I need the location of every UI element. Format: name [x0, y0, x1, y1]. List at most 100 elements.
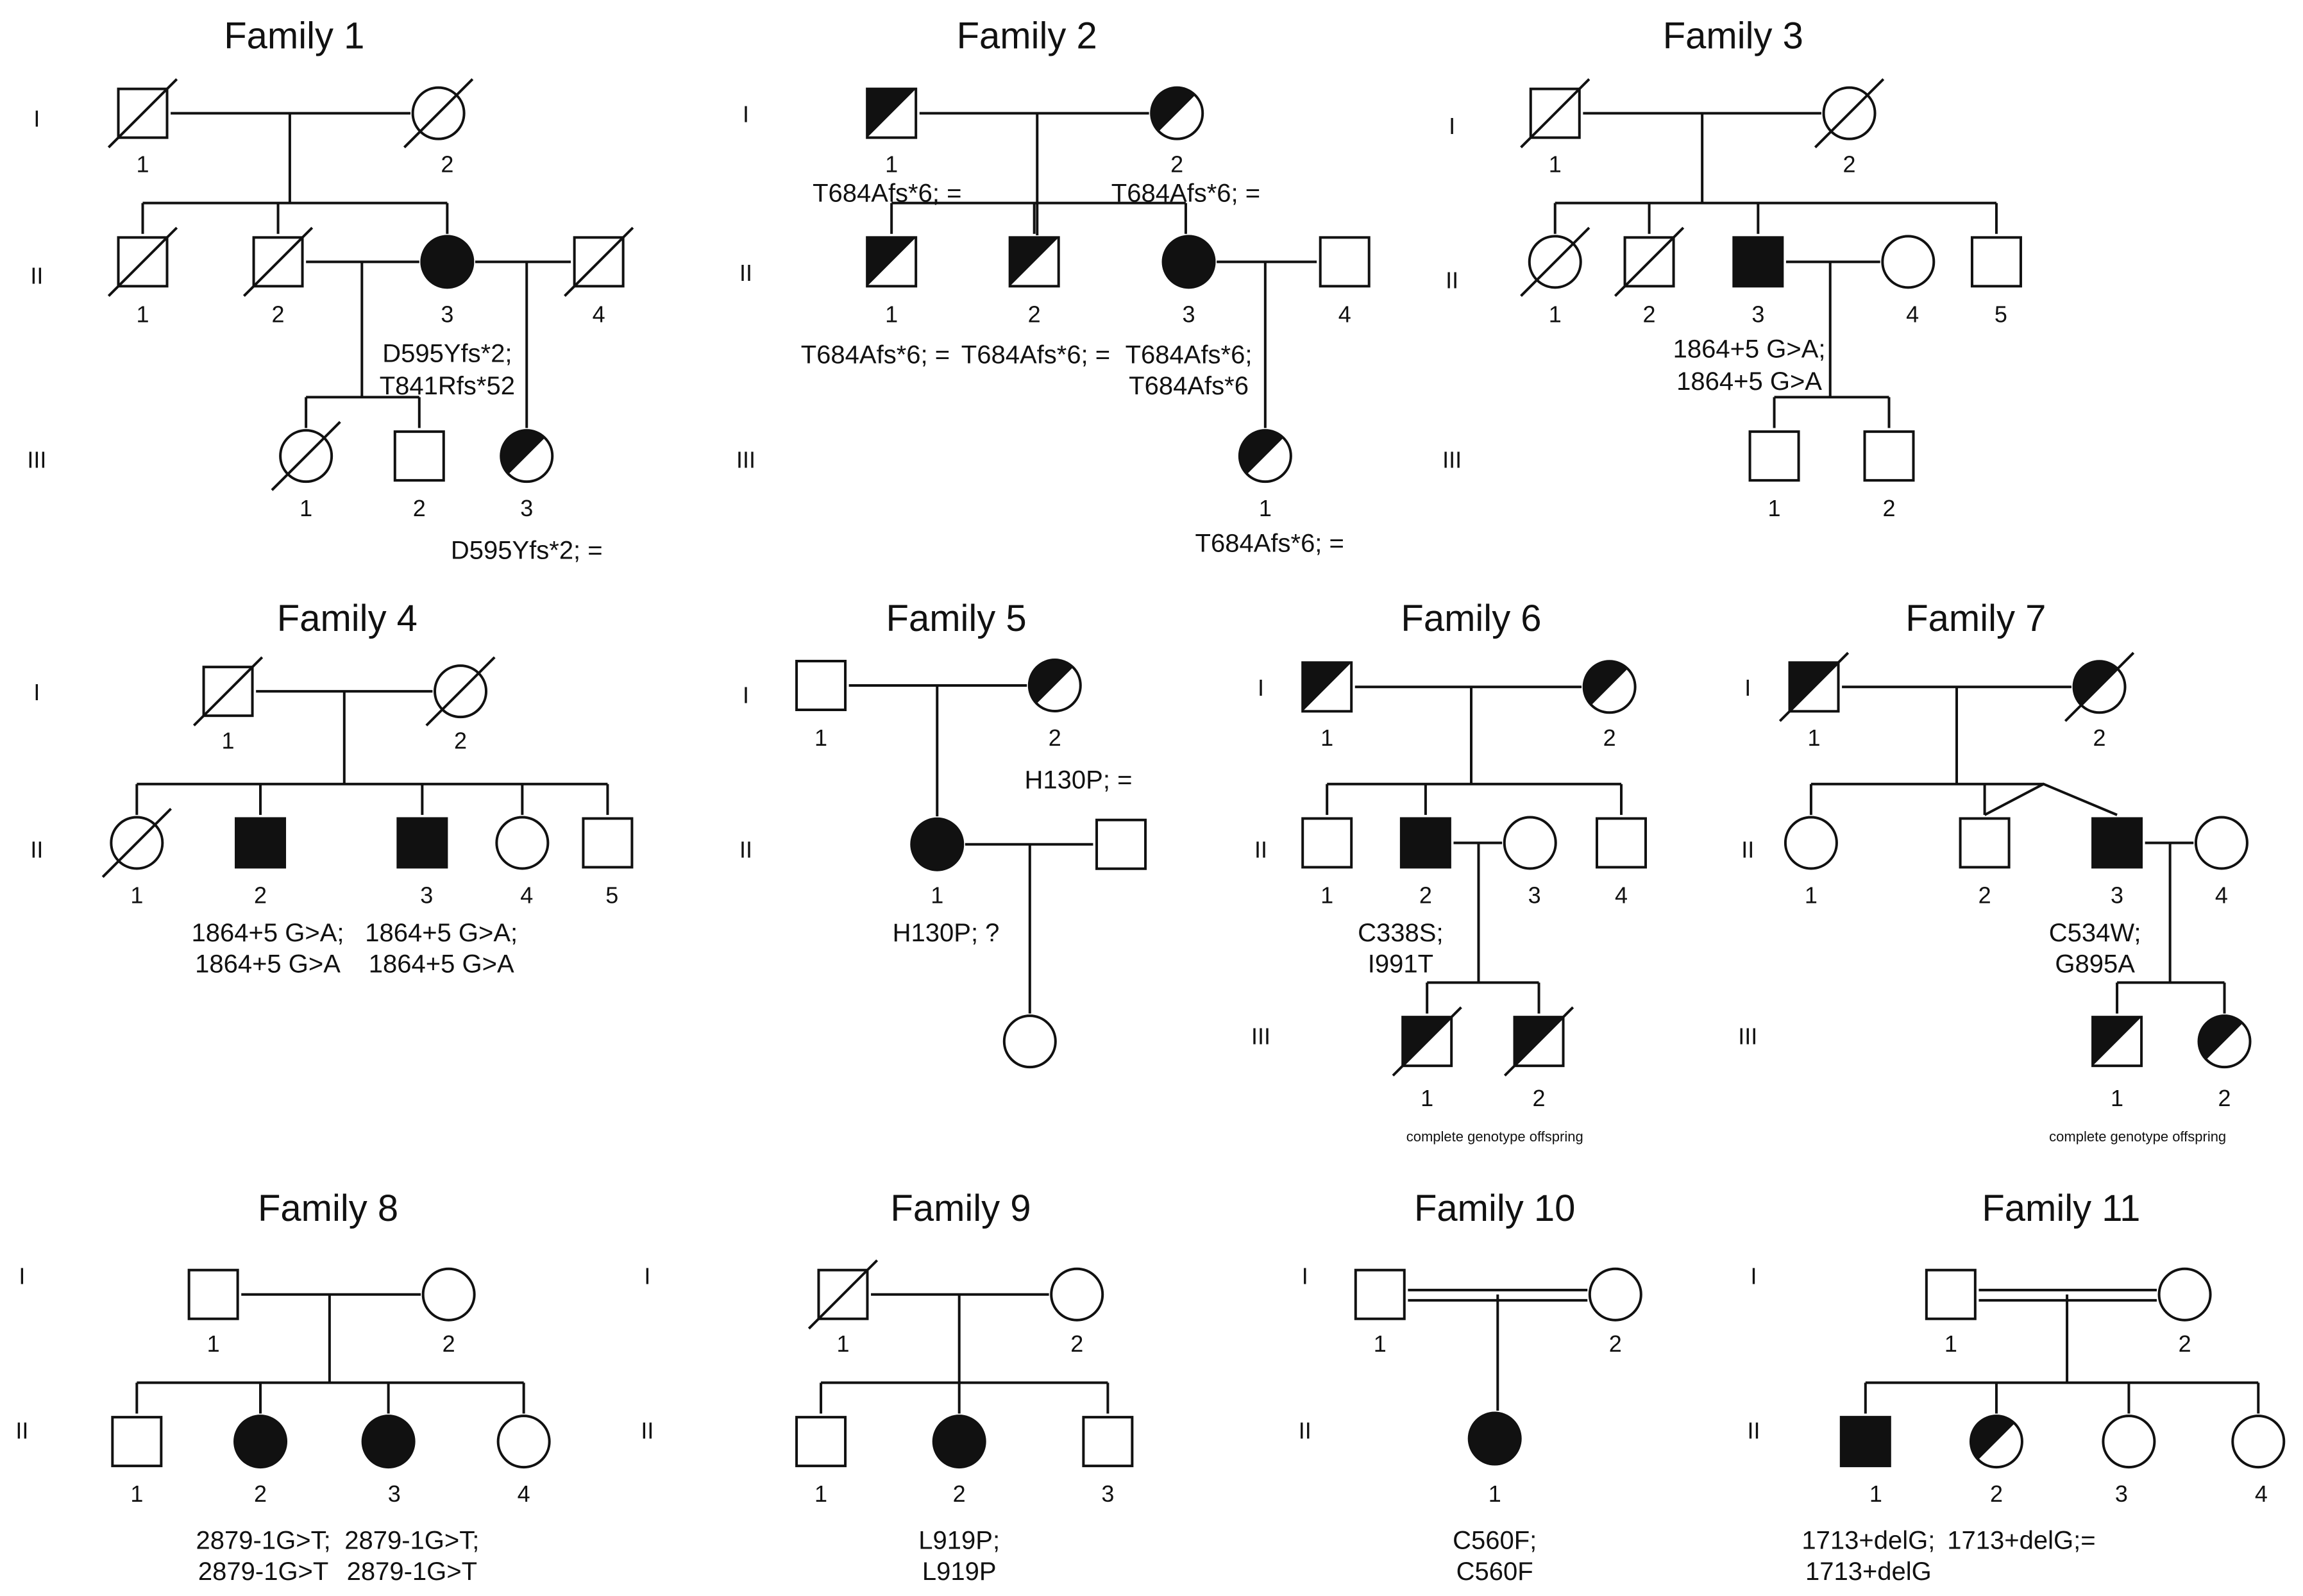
individual-symbol	[1050, 1267, 1104, 1322]
family-title: Family 7	[1905, 598, 2046, 639]
individual-symbol	[2102, 1415, 2156, 1469]
individual-symbol	[795, 1416, 847, 1468]
individual-symbol	[1839, 1416, 1891, 1468]
individual-number: 3	[2115, 1481, 2128, 1507]
individual-number: 3	[388, 1481, 401, 1507]
generation-label: I	[1750, 1263, 1757, 1289]
individual-symbol	[1399, 817, 1451, 869]
individual-symbol	[1614, 226, 1685, 297]
genotype-label: 1864+5 G>A;	[1673, 335, 1826, 363]
individual-symbol	[2091, 817, 2143, 869]
generation-label: II	[1299, 1418, 1312, 1444]
individual-number: 1	[931, 882, 943, 909]
individual-symbol	[1301, 817, 1353, 869]
footnote: complete genotype offspring	[1406, 1129, 1583, 1145]
individual-number: 1	[1421, 1085, 1433, 1111]
individual-symbol	[1319, 236, 1371, 288]
generation-label: II	[739, 260, 752, 286]
individual-symbol	[1582, 660, 1637, 714]
generation-label: III	[1738, 1023, 1757, 1050]
generation-label: III	[1442, 446, 1462, 473]
individual-number: 4	[1338, 301, 1351, 327]
generation-label: I	[644, 1263, 650, 1289]
genotype-label: 1713+delG;	[1801, 1527, 1935, 1555]
individual-number: 1	[1944, 1331, 1957, 1357]
individual-number: 1	[130, 1481, 143, 1507]
individual-number: 2	[443, 1331, 455, 1357]
individual-symbol	[1301, 661, 1353, 713]
individual-symbol	[2091, 1016, 2143, 1068]
individual-symbol	[421, 1267, 476, 1322]
generation-label: II	[1741, 836, 1754, 862]
individual-number: 1	[130, 882, 143, 909]
individual-symbol	[500, 429, 554, 483]
generation-label: II	[30, 263, 43, 289]
generation-label: III	[736, 446, 755, 473]
generation-label: II	[30, 836, 43, 862]
individual-number: 1	[299, 495, 312, 521]
genotype-label: 1713+delG;=	[1947, 1527, 2095, 1555]
individual-symbol	[582, 817, 634, 869]
individual-symbol	[1027, 659, 1082, 713]
individual-number: 4	[593, 301, 605, 327]
individual-symbol	[107, 78, 178, 149]
individual-symbol	[2194, 816, 2248, 870]
individual-number: 5	[605, 882, 618, 909]
individual-symbol	[1959, 817, 2011, 869]
individual-number: 2	[1603, 725, 1616, 751]
generation-label: I	[743, 682, 749, 709]
generation-label: II	[641, 1418, 654, 1444]
individual-symbol	[271, 421, 341, 491]
individual-symbol	[1503, 816, 1557, 870]
individual-symbol	[1748, 430, 1800, 482]
generation-label: I	[1258, 675, 1264, 701]
individual-symbol	[1969, 1415, 2023, 1469]
individual-number: 1	[1320, 725, 1333, 751]
genotype-label: 2879-1G>T	[347, 1558, 477, 1586]
individual-symbol	[361, 1415, 416, 1469]
individual-symbol	[1161, 235, 1216, 289]
individual-symbol	[910, 817, 965, 871]
genotype-label: D595Yfs*2;	[382, 339, 512, 367]
individual-number: 4	[1615, 882, 1628, 909]
individual-number: 1	[1489, 1481, 1501, 1507]
individual-symbol	[420, 235, 475, 289]
genotype-label: T684Afs*6; =	[961, 341, 1110, 369]
genotype-label: 1864+5 G>A;	[192, 919, 344, 947]
individual-number: 4	[2255, 1481, 2268, 1507]
genotype-label: L919P	[922, 1558, 997, 1586]
individual-symbol	[1881, 235, 1936, 289]
individual-number: 1	[885, 301, 898, 327]
individual-number: 2	[1070, 1331, 1083, 1357]
generation-label: II	[15, 1418, 28, 1444]
individual-number: 3	[1528, 882, 1541, 909]
genotype-label: T841Rfs*52	[380, 372, 515, 400]
genotype-label: D595Yfs*2; =	[451, 537, 603, 565]
family-title: Family 5	[886, 598, 1027, 639]
individual-symbol	[2231, 1415, 2286, 1469]
genotype-label: C560F;	[1453, 1527, 1537, 1555]
genotype-label: L919P;	[918, 1527, 1000, 1555]
individual-number: 3	[1183, 301, 1195, 327]
genotype-label: T684Afs*6;	[1126, 341, 1253, 369]
twin-line	[1984, 782, 2118, 816]
individual-number: 1	[814, 725, 827, 751]
individual-number: 2	[1419, 882, 1432, 909]
individual-number: 3	[420, 882, 433, 909]
individual-number: 4	[520, 882, 533, 909]
genotype-label: C534W;	[2049, 919, 2141, 947]
individual-number: 1	[1259, 495, 1272, 521]
individual-symbol	[1520, 78, 1590, 149]
individual-symbol	[1467, 1411, 1522, 1466]
individual-number: 2	[272, 301, 285, 327]
family-title: Family 1	[224, 15, 364, 57]
individual-symbol	[187, 1268, 239, 1320]
individual-number: 2	[1609, 1331, 1622, 1357]
individual-symbol	[192, 656, 264, 727]
individual-symbol	[866, 87, 918, 139]
individual-symbol	[235, 817, 287, 869]
individual-number: 2	[1978, 882, 1991, 909]
individual-number: 2	[953, 1481, 966, 1507]
individual-number: 5	[1995, 301, 2007, 327]
individual-symbol	[495, 816, 550, 870]
